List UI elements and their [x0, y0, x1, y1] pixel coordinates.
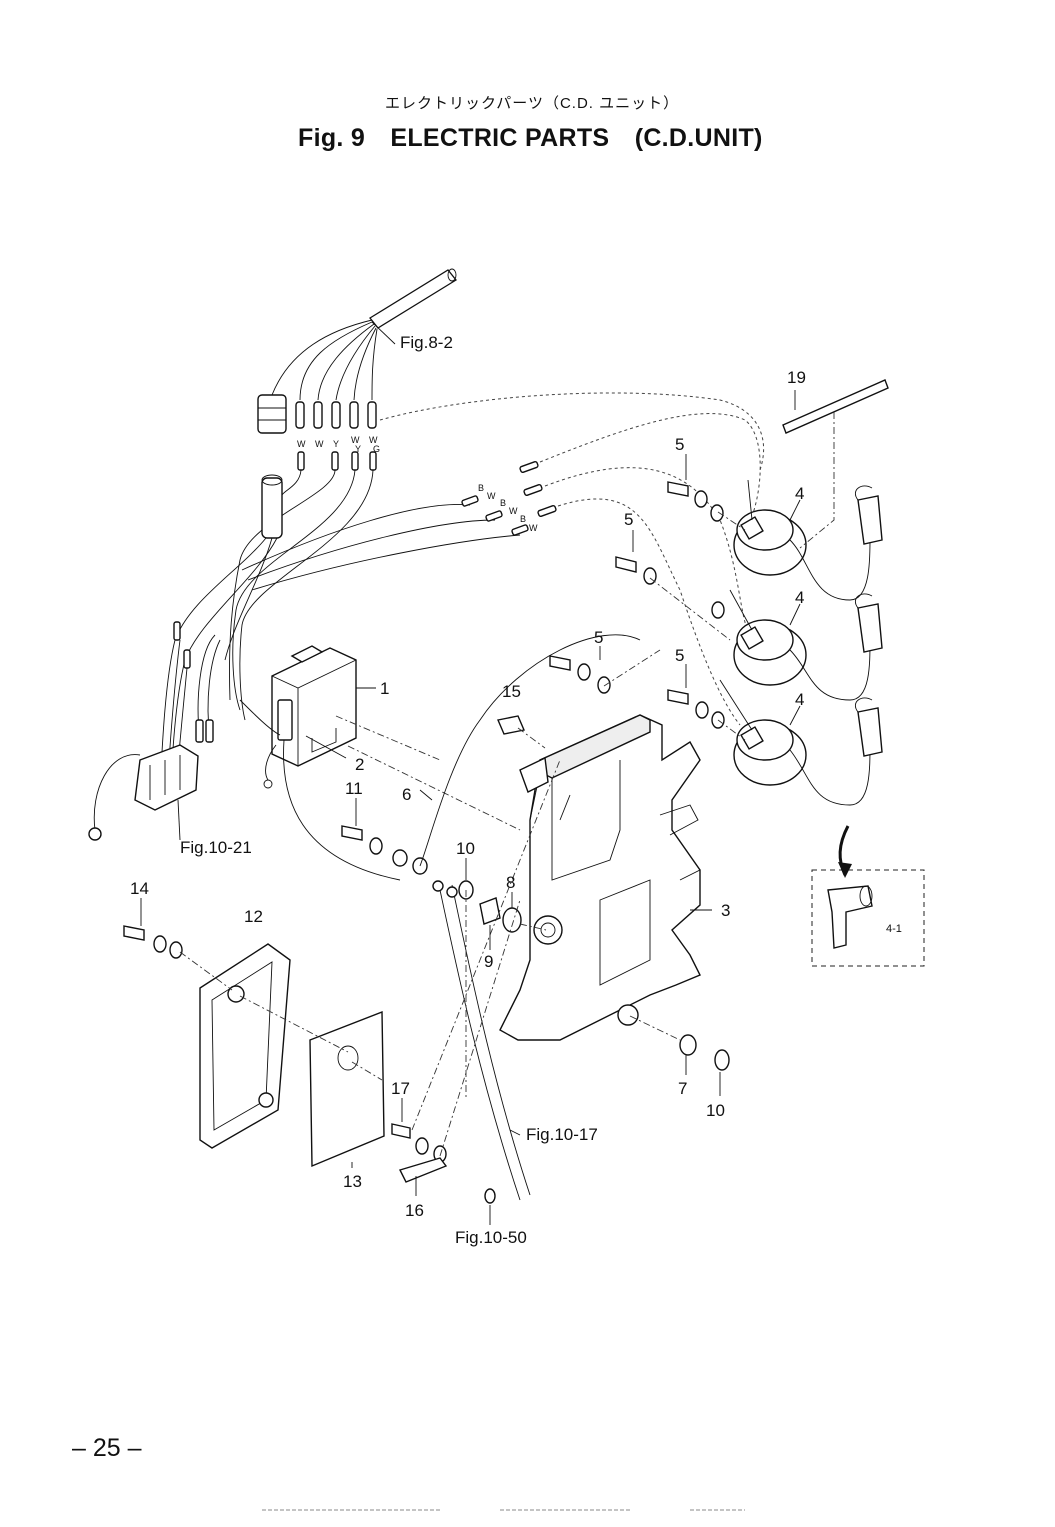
callout-4: 4	[795, 484, 804, 503]
callout-11: 11	[345, 779, 363, 798]
callout-5: 5	[675, 646, 684, 665]
callout-4: 4	[795, 690, 804, 709]
wire-label: Y	[333, 439, 339, 449]
callout-5: 5	[675, 435, 684, 454]
callout-13: 13	[343, 1172, 362, 1191]
callout-6: 6	[402, 785, 411, 804]
callout-7: 7	[678, 1079, 687, 1098]
callout-3: 3	[721, 901, 730, 920]
wire-label: B	[520, 514, 526, 524]
callout-10: 10	[706, 1101, 725, 1120]
main-wire-harness	[159, 268, 457, 801]
page-number: – 25 –	[72, 1434, 142, 1462]
wire-label: W	[315, 439, 324, 449]
assembly-lines	[179, 511, 746, 1157]
coil-wires: B W B W B W	[241, 392, 765, 726]
callout-14: 14	[130, 879, 149, 898]
wire-color-codes-top: W W Y W W Y G	[297, 435, 380, 454]
wire-label: G	[373, 444, 380, 454]
cdi-unit	[239, 645, 357, 789]
callout-2: 2	[355, 755, 364, 774]
insulator-plate	[309, 1010, 385, 1168]
plug-cap-detail-box	[811, 825, 925, 967]
callout-12: 12	[244, 907, 263, 926]
wire-label: Y	[355, 444, 361, 454]
callout-10: 10	[456, 839, 475, 858]
ref-fig-10-50: Fig.10-50	[455, 1228, 527, 1247]
cdi-bracket	[499, 714, 701, 1041]
callout-5: 5	[594, 628, 603, 647]
wire-label: W	[297, 439, 306, 449]
ref-fig-10-17: Fig.10-17	[526, 1125, 598, 1144]
wire-label: B	[500, 498, 506, 508]
wire-label: W	[351, 435, 360, 445]
ground-wire-left	[88, 744, 199, 841]
wire-label: B	[478, 483, 484, 493]
wire-label: W	[487, 491, 496, 501]
page-title: Fig. 9 ELECTRIC PARTS (C.D.UNIT)	[298, 124, 763, 152]
wire-label: W	[529, 523, 538, 533]
ref-fig-8-2: Fig.8-2	[400, 333, 453, 352]
callout-numbers: 1 2 3 4 4 4 5 5 5 5 6 7 8 9 10 10 11 12 …	[130, 368, 902, 1220]
wire-label: W	[369, 435, 378, 445]
ignition-coil-upper	[733, 479, 883, 601]
callout-1: 1	[380, 679, 389, 698]
callout-4: 4	[795, 588, 804, 607]
ref-fig-10-21: Fig.10-21	[180, 838, 252, 857]
wire-label: W	[509, 506, 518, 516]
page-subtitle: エレクトリックパーツ（C.D. ユニット）	[385, 95, 680, 112]
label-plate	[782, 379, 889, 549]
callout-5: 5	[624, 510, 633, 529]
callout-4-1: 4-1	[886, 923, 902, 935]
ignition-coil-lower	[719, 679, 883, 806]
callout-leaders	[140, 321, 801, 1225]
figure-references: Fig.8-2 Fig.10-21 Fig.10-17 Fig.10-50	[180, 333, 598, 1247]
callout-19: 19	[787, 368, 806, 387]
callout-17: 17	[391, 1079, 410, 1098]
ignition-coil-middle	[729, 589, 883, 701]
cdi-cover	[199, 943, 291, 1149]
hardware	[123, 481, 730, 1204]
callout-15: 15	[502, 682, 521, 701]
callout-9: 9	[484, 952, 493, 971]
callout-16: 16	[405, 1201, 424, 1220]
callout-8: 8	[506, 873, 515, 892]
